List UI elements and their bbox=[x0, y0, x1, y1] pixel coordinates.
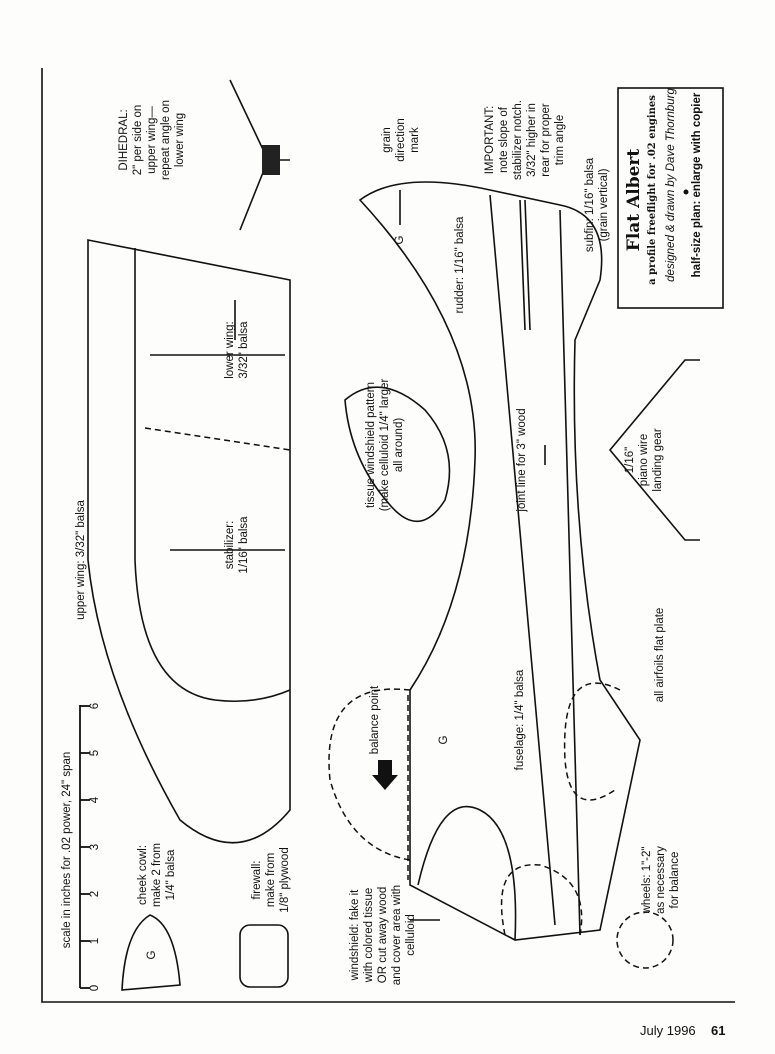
joint-line-label: joint line for 3" wood bbox=[516, 408, 528, 512]
important-note: note slope of bbox=[498, 106, 510, 173]
fuselage-line bbox=[559, 209, 581, 936]
cockpit-outline bbox=[417, 805, 517, 941]
important-note: IMPORTANT: bbox=[484, 106, 496, 175]
cheek-cowl-shape bbox=[121, 914, 181, 991]
wheels-label: as necessary bbox=[655, 846, 667, 914]
title-box bbox=[617, 87, 724, 309]
scale-tick: 5 bbox=[89, 750, 101, 756]
windshield-note: OR cut away wood bbox=[377, 887, 389, 984]
dihedral-note: lower wing bbox=[174, 113, 186, 167]
balance-point-arrow-icon bbox=[372, 760, 398, 790]
windshield-note: and cover area with bbox=[391, 885, 403, 985]
dihedral-diagram bbox=[229, 79, 290, 231]
plan-credit: designed & drawn by Dave Thornburg bbox=[665, 88, 677, 282]
scale-tick: 4 bbox=[89, 796, 101, 803]
upper-wing-outline bbox=[87, 239, 291, 844]
landing-gear-label: landing gear bbox=[652, 428, 664, 491]
dihedral-note: 2" per side on bbox=[132, 105, 144, 176]
lower-wing-label: 3/32" balsa bbox=[238, 321, 250, 379]
cheek-cowl-label: 1/4" balsa bbox=[165, 849, 177, 900]
scale-tick: 6 bbox=[89, 703, 101, 709]
windshield-note: with colored tissue bbox=[363, 888, 375, 984]
scale-tick: 0 bbox=[89, 985, 101, 991]
stabilizer-divider bbox=[144, 427, 291, 451]
joint-line bbox=[489, 194, 556, 926]
dihedral-fuselage bbox=[262, 145, 280, 175]
stabilizer-notch bbox=[519, 199, 531, 331]
tissue-label: tissue windshield pattern bbox=[365, 382, 377, 508]
windshield-pattern bbox=[328, 688, 411, 861]
scale-tick: 1 bbox=[89, 938, 101, 944]
landing-gear-wire bbox=[608, 359, 700, 541]
page-frame bbox=[41, 68, 735, 1003]
page-number: 61 bbox=[711, 1023, 725, 1038]
wheel-circle bbox=[616, 911, 674, 969]
plan-subtitle: a profile freeflight for .02 engines bbox=[647, 95, 658, 285]
important-note: trim angle bbox=[554, 115, 566, 166]
lower-wing-label: lower wing: bbox=[224, 321, 236, 379]
wheels-label: for balance bbox=[669, 852, 681, 909]
cheek-cowl-label: make 2 from bbox=[151, 843, 163, 907]
important-note: rear for proper bbox=[540, 103, 552, 177]
grain-mark: G bbox=[146, 950, 158, 959]
scale-bar: 0 1 2 3 4 5 6 bbox=[79, 703, 101, 991]
dihedral-note: DIHEDRAL: bbox=[118, 109, 130, 170]
firewall-label: firewall: bbox=[251, 861, 263, 900]
fuselage-label: fuselage: 1/4" balsa bbox=[514, 669, 526, 770]
grain-label: mark bbox=[409, 127, 421, 153]
landing-gear-label: piano wire bbox=[638, 434, 650, 486]
scale-label: scale in inches for .02 power, 24" span bbox=[61, 752, 73, 949]
important-note: stabilizer notch. bbox=[512, 100, 524, 180]
grain-mark: G bbox=[438, 735, 450, 744]
subfin-label: subfin: 1/16" balsa bbox=[584, 157, 596, 252]
dihedral-note: repeat angle on bbox=[160, 100, 172, 180]
upper-wing-label: upper wing: 3/32" balsa bbox=[75, 500, 87, 620]
firewall-label: make from bbox=[265, 853, 277, 907]
plan-note: half-size plan: enlarge with copier bbox=[691, 92, 703, 277]
issue-date: July 1996 bbox=[640, 1023, 696, 1038]
cheek-cowl-label: cheek cowl: bbox=[137, 845, 149, 905]
dimension-arrows bbox=[150, 190, 546, 921]
stabilizer-label: stabilizer: bbox=[224, 521, 236, 570]
tissue-windshield-shape bbox=[344, 386, 451, 523]
balance-point-label: balance point bbox=[369, 685, 381, 754]
scale-tick: 2 bbox=[89, 891, 101, 897]
stabilizer-label: 1/16" balsa bbox=[238, 516, 250, 574]
wheels-label: wheels: 1"-2" bbox=[641, 847, 653, 915]
tissue-label: (make celluloid 1/4" larger bbox=[379, 379, 391, 512]
bullet bbox=[683, 189, 689, 195]
firewall-label: 1/8" plywood bbox=[279, 847, 291, 912]
lower-wing-outline bbox=[134, 248, 291, 703]
grain-mark: G bbox=[394, 235, 406, 244]
rudder-label: rudder: 1/16" balsa bbox=[454, 216, 466, 313]
landing-gear-label: 1/16" bbox=[624, 447, 636, 473]
scale-tick: 3 bbox=[89, 844, 101, 850]
plan-title: Flat Albert bbox=[624, 149, 644, 252]
grain-label: grain bbox=[381, 127, 393, 153]
grain-label: direction bbox=[395, 118, 407, 161]
firewall-shape bbox=[239, 924, 289, 988]
subfin-label: (grain vertical) bbox=[598, 168, 610, 241]
fuselage-outline bbox=[358, 181, 641, 941]
tissue-label: all around) bbox=[393, 418, 405, 473]
windshield-note: celluloid bbox=[405, 914, 417, 956]
wheel-outline bbox=[500, 864, 583, 936]
airfoils-label: all airfoils flat plate bbox=[654, 608, 666, 703]
important-note: 3/32" higher in bbox=[526, 103, 538, 177]
windshield-note: windshield: fake it bbox=[349, 889, 361, 982]
dihedral-note: upper wing— bbox=[146, 106, 158, 174]
